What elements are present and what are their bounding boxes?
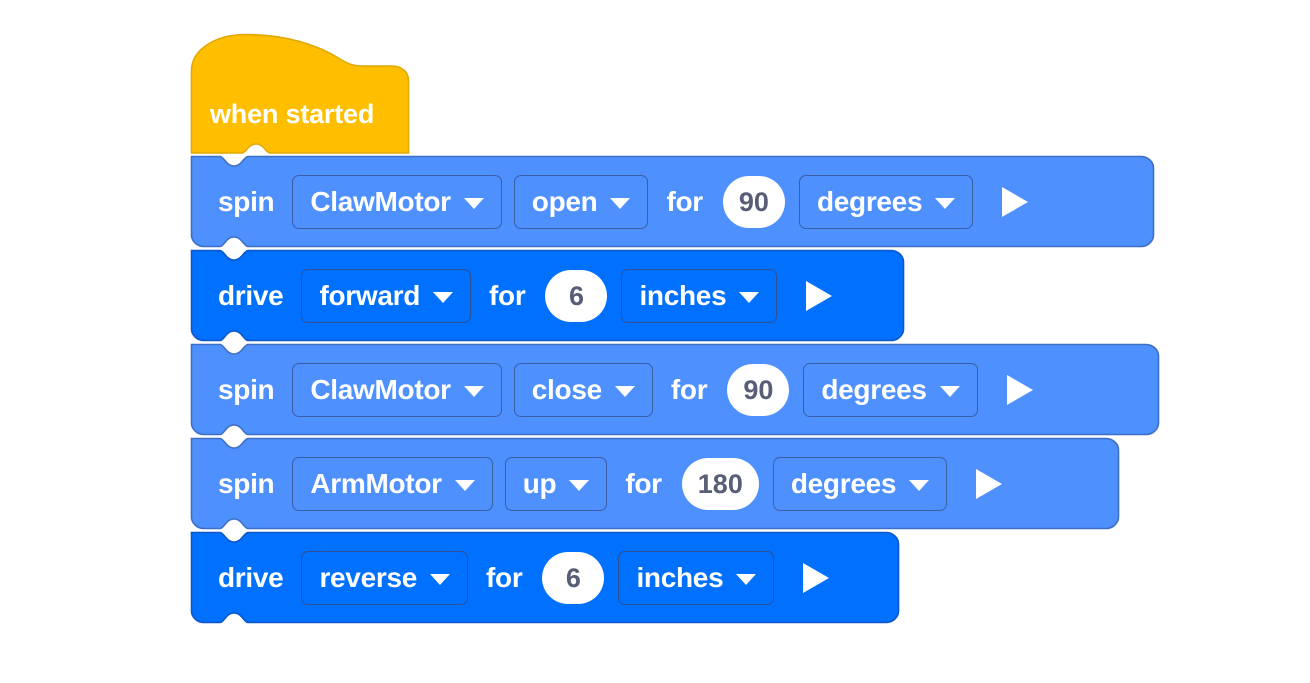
- chevron-down-icon: [614, 385, 635, 397]
- motor-dropdown-label: ArmMotor: [310, 468, 442, 499]
- direction-dropdown-label: reverse: [319, 562, 417, 593]
- unit-dropdown[interactable]: degrees: [803, 363, 978, 417]
- block-keyword: drive: [218, 562, 284, 593]
- hat-block-shape: [190, 33, 410, 154]
- unit-dropdown-label: degrees: [816, 186, 923, 217]
- for-label: for: [489, 280, 526, 311]
- unit-dropdown[interactable]: degrees: [772, 457, 948, 511]
- unit-dropdown-label: inches: [636, 562, 724, 593]
- when-started-hat-block[interactable]: when started: [190, 33, 410, 155]
- amount-input[interactable]: 90: [722, 176, 785, 228]
- direction-dropdown[interactable]: open: [513, 175, 649, 229]
- motor-dropdown[interactable]: ClawMotor: [292, 175, 502, 229]
- motor-dropdown-label: ClawMotor: [310, 186, 451, 217]
- for-label: for: [666, 186, 703, 217]
- amount-value: 6: [565, 562, 581, 593]
- amount-value: 90: [743, 374, 774, 405]
- amount-input[interactable]: 6: [542, 552, 605, 604]
- for-label: for: [625, 468, 662, 499]
- chevron-down-icon: [610, 197, 631, 209]
- direction-dropdown-label: forward: [319, 280, 421, 311]
- motor-dropdown[interactable]: ClawMotor: [292, 363, 502, 417]
- chevron-down-icon: [433, 291, 454, 303]
- chevron-down-icon: [430, 573, 450, 585]
- unit-dropdown[interactable]: degrees: [798, 175, 974, 229]
- block-spin-armmotor-up[interactable]: spin ArmMotor up for 180 degrees: [190, 437, 1120, 531]
- amount-value: 180: [697, 468, 743, 499]
- for-label: for: [670, 374, 708, 405]
- block-spin-clawmotor-close[interactable]: spin ClawMotor close for 90 degrees: [190, 343, 1160, 437]
- chevron-down-icon: [454, 479, 475, 491]
- direction-dropdown-label: up: [522, 468, 557, 499]
- direction-dropdown-label: open: [531, 186, 598, 217]
- chevron-down-icon: [909, 479, 930, 491]
- play-icon[interactable]: [967, 462, 1011, 506]
- amount-input[interactable]: 90: [727, 364, 790, 416]
- block-shape: [190, 343, 1160, 436]
- play-icon[interactable]: [998, 368, 1042, 412]
- block-keyword: spin: [218, 374, 275, 405]
- amount-value: 90: [738, 186, 769, 217]
- play-icon[interactable]: [993, 180, 1037, 224]
- block-shape: [190, 437, 1120, 530]
- direction-dropdown[interactable]: forward: [301, 269, 472, 323]
- unit-dropdown-label: degrees: [821, 374, 927, 405]
- unit-dropdown-label: inches: [639, 280, 727, 311]
- amount-input[interactable]: 180: [681, 458, 759, 510]
- play-icon[interactable]: [797, 274, 841, 318]
- unit-dropdown[interactable]: inches: [618, 551, 775, 605]
- chevron-down-icon: [569, 479, 590, 491]
- unit-dropdown-label: degrees: [790, 468, 897, 499]
- amount-value: 6: [568, 280, 584, 311]
- unit-dropdown[interactable]: inches: [621, 269, 778, 323]
- chevron-down-icon: [935, 197, 956, 209]
- chevron-down-icon: [939, 385, 960, 397]
- hat-block-label: when started: [210, 99, 375, 129]
- block-drive-forward[interactable]: drive forward for 6 inches: [190, 249, 905, 343]
- direction-dropdown[interactable]: up: [504, 457, 608, 511]
- for-label: for: [486, 562, 523, 593]
- block-keyword: drive: [218, 280, 284, 311]
- direction-dropdown[interactable]: reverse: [301, 551, 468, 605]
- amount-input[interactable]: 6: [545, 270, 608, 322]
- chevron-down-icon: [463, 385, 484, 397]
- direction-dropdown-label: close: [531, 374, 602, 405]
- motor-dropdown-label: ClawMotor: [310, 374, 451, 405]
- block-spin-clawmotor-open[interactable]: spin ClawMotor open for 90 degrees: [190, 155, 1155, 249]
- motor-dropdown[interactable]: ArmMotor: [292, 457, 493, 511]
- chevron-down-icon: [736, 573, 757, 585]
- block-keyword: spin: [218, 186, 275, 217]
- direction-dropdown[interactable]: close: [513, 363, 653, 417]
- block-shape: [190, 155, 1155, 248]
- play-icon[interactable]: [794, 556, 838, 600]
- chevron-down-icon: [463, 197, 484, 209]
- chevron-down-icon: [739, 291, 760, 303]
- block-keyword: spin: [218, 468, 275, 499]
- block-drive-reverse[interactable]: drive reverse for 6 inches: [190, 531, 900, 625]
